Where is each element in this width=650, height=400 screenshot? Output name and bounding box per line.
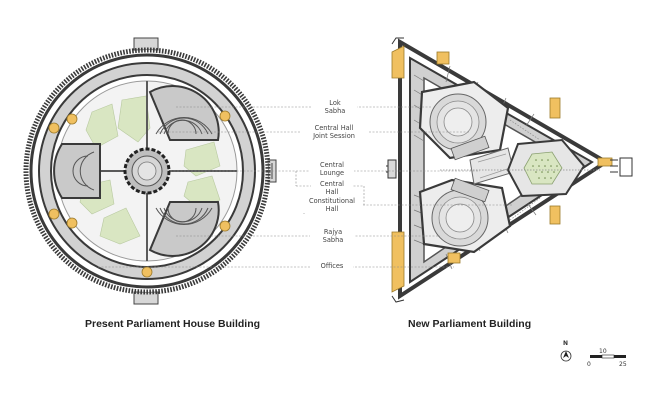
rajya-sabha-chamber-new xyxy=(418,177,512,254)
leader-lines xyxy=(98,106,512,268)
new-parliament-plan xyxy=(386,37,633,303)
label-offices: Offices xyxy=(311,262,353,270)
constitutional-hall-new xyxy=(506,138,586,198)
label-central-hall-joint-line1: Central Hall xyxy=(314,124,354,132)
caption-present-parliament: Present Parliament House Building xyxy=(85,318,261,330)
label-central-lounge-line1: Central xyxy=(319,161,344,169)
library-chamber-old xyxy=(53,143,101,199)
stair-blocks xyxy=(391,45,613,293)
entrance-south xyxy=(133,291,159,305)
label-lok-sabha: Lok Sabha xyxy=(313,99,357,115)
scale-mark-0: 0 xyxy=(587,361,591,368)
scale-mark-25: 25 xyxy=(619,361,627,368)
label-rajya-sabha: Rajya Sabha xyxy=(311,228,355,244)
label-constitutional-hall: Constitutional Hall xyxy=(302,197,362,213)
label-central-hall: Central Hall xyxy=(311,180,353,196)
lok-sabha-chamber-new xyxy=(418,80,510,161)
north-arrow xyxy=(560,350,572,362)
label-rajya-sabha-line1: Rajya xyxy=(323,228,343,236)
label-offices-line1: Offices xyxy=(320,262,344,270)
scale-bar xyxy=(590,354,626,359)
lok-sabha-chamber-old xyxy=(148,85,220,141)
circulation-paths xyxy=(440,119,600,221)
label-central-lounge: Central Lounge xyxy=(310,161,354,177)
label-central-hall-joint-line2: Joint Session xyxy=(313,132,355,140)
label-rajya-sabha-line2: Sabha xyxy=(322,236,344,244)
label-central-lounge-line2: Lounge xyxy=(319,169,345,177)
label-central-hall-line1: Central xyxy=(319,180,344,188)
caption-new-parliament: New Parliament Building xyxy=(408,318,532,330)
label-central-hall-joint-session: Central Hall Joint Session xyxy=(300,124,368,140)
scale-mark-10: 10 xyxy=(599,348,607,355)
green-courtyards xyxy=(79,95,221,245)
entrance-north xyxy=(133,37,159,51)
label-central-hall-line2: Hall xyxy=(325,188,339,196)
label-constitutional-hall-line2: Hall xyxy=(325,205,339,213)
label-lok-sabha-line2: Sabha xyxy=(324,107,346,115)
stair-nodes xyxy=(48,110,231,278)
north-label: N xyxy=(563,340,569,347)
present-parliament-plan xyxy=(23,37,277,305)
label-lok-sabha-line1: Lok xyxy=(329,99,341,107)
new-entrances xyxy=(386,37,633,303)
label-constitutional-hall-line1: Constitutional xyxy=(309,197,355,205)
rajya-sabha-chamber-old xyxy=(148,201,220,257)
